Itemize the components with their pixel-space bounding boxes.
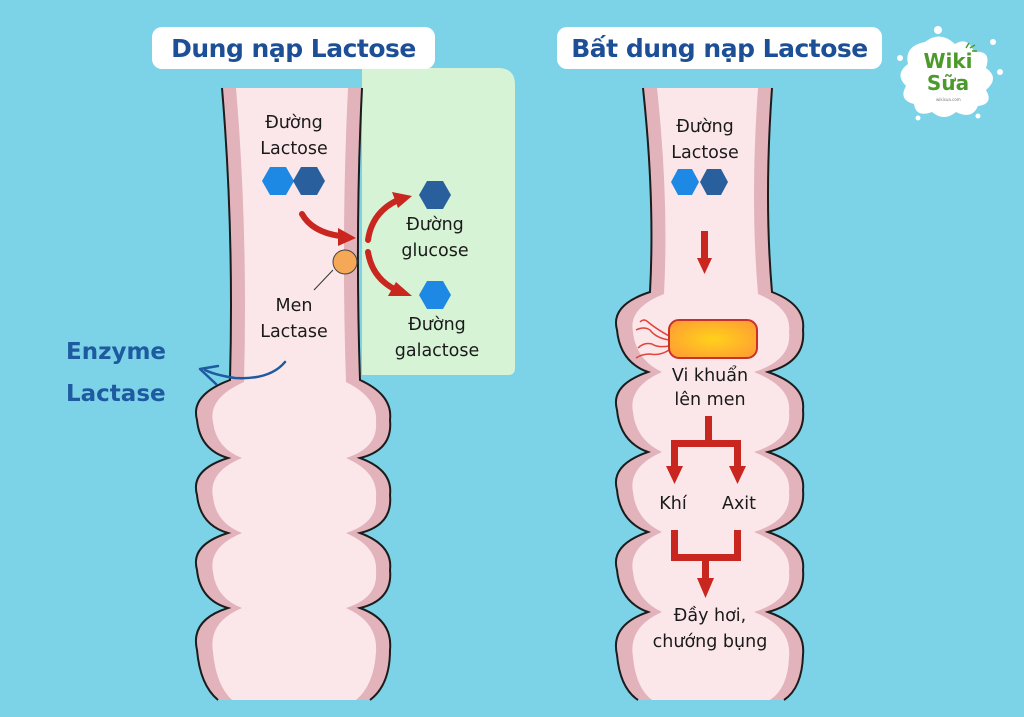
lactose-hexagon-light-right: [671, 169, 699, 195]
intestine-intolerant-outline-right: [764, 87, 805, 701]
lactase-enzyme-dot: [332, 249, 358, 275]
intestine-tolerant-lumen: [212, 88, 377, 700]
acid-label: Axit: [721, 494, 757, 514]
galactose-label-line2: galactose: [394, 341, 480, 361]
arrow-to-glucose-head: [392, 192, 412, 208]
lactose-to-enzyme-arrowhead: [338, 228, 356, 246]
men-lactase-label: Men Lactase: [244, 293, 344, 345]
enzyme-lactase-callout-line1: Enzyme: [66, 339, 167, 365]
lactose-label-right-line1: Đường: [676, 117, 734, 137]
lactose-hexagon-light-left: [262, 167, 294, 195]
branch-arrow-merge: [671, 530, 741, 598]
logo-line1: Wiki: [923, 49, 973, 73]
wiki-sua-logo: [897, 26, 1003, 121]
arrow-to-glucose: [365, 197, 401, 243]
enzyme-lactase-callout: Enzyme Lactase: [66, 331, 166, 415]
arrow-to-galactose: [365, 249, 399, 293]
lactose-label-left-line1: Đường: [265, 113, 323, 133]
galactose-label: Đường galactose: [382, 312, 492, 364]
tolerance-title: Dung nạp Lactose: [152, 27, 435, 69]
glucose-label-line2: glucose: [401, 241, 469, 261]
intestine-intolerant-outline-left: [614, 87, 653, 701]
intolerance-title-text: Bất dung nạp Lactose: [571, 33, 868, 63]
logo-wordmark: Wiki Sữa: [918, 50, 978, 94]
men-lactase-label-line1: Men: [275, 296, 313, 316]
enzyme-lactase-callout-line2: Lactase: [66, 381, 166, 407]
enzyme-callout-arrowhead: [198, 364, 220, 386]
logo-line2: Sữa: [926, 71, 970, 95]
lactose-label-right: Đường Lactose: [655, 114, 755, 166]
logo-subtitle: wikisua.com: [936, 97, 961, 102]
enzyme-pointer-line: [313, 269, 334, 291]
lactose-label-left-line2: Lactose: [260, 139, 328, 159]
bloating-label: Đầy hơi, chướng bụng: [640, 603, 780, 655]
galactose-label-line1: Đường: [408, 315, 466, 335]
men-lactase-label-line2: Lactase: [260, 322, 328, 342]
down-arrow-shaft: [701, 231, 708, 261]
bloating-label-line2: chướng bụng: [652, 632, 768, 652]
intestine-tolerant-outline-left: [194, 87, 232, 701]
down-arrow-head: [697, 258, 712, 274]
bloating-label-line1: Đầy hơi,: [673, 606, 747, 626]
lactose-to-enzyme-arrow: [299, 211, 343, 239]
arrow-to-galactose-head: [388, 282, 412, 296]
lactose-label-left: Đường Lactose: [244, 110, 344, 162]
intestine-tolerant-outline-right: [356, 87, 392, 701]
lactose-hexagon-dark-right: [700, 169, 728, 195]
glucose-hexagon: [419, 181, 451, 209]
glucose-label: Đường glucose: [385, 212, 485, 264]
bacteria-label-line2: lên men: [674, 390, 746, 410]
lactose-hexagon-dark-left: [293, 167, 325, 195]
bacteria-label: Vi khuẩn lên men: [655, 364, 765, 412]
glucose-label-line1: Đường: [406, 215, 464, 235]
gas-label: Khí: [659, 494, 687, 514]
lactose-label-right-line2: Lactose: [671, 143, 739, 163]
galactose-hexagon: [419, 281, 451, 309]
branch-arrow-split: [666, 416, 746, 484]
tolerance-title-text: Dung nạp Lactose: [171, 33, 416, 63]
bacteria-icon: [635, 319, 758, 359]
absorption-panel: [362, 68, 515, 375]
bacteria-label-line1: Vi khuẩn: [671, 366, 749, 386]
intolerance-title: Bất dung nạp Lactose: [557, 27, 882, 69]
enzyme-callout-arrow: [203, 360, 287, 380]
